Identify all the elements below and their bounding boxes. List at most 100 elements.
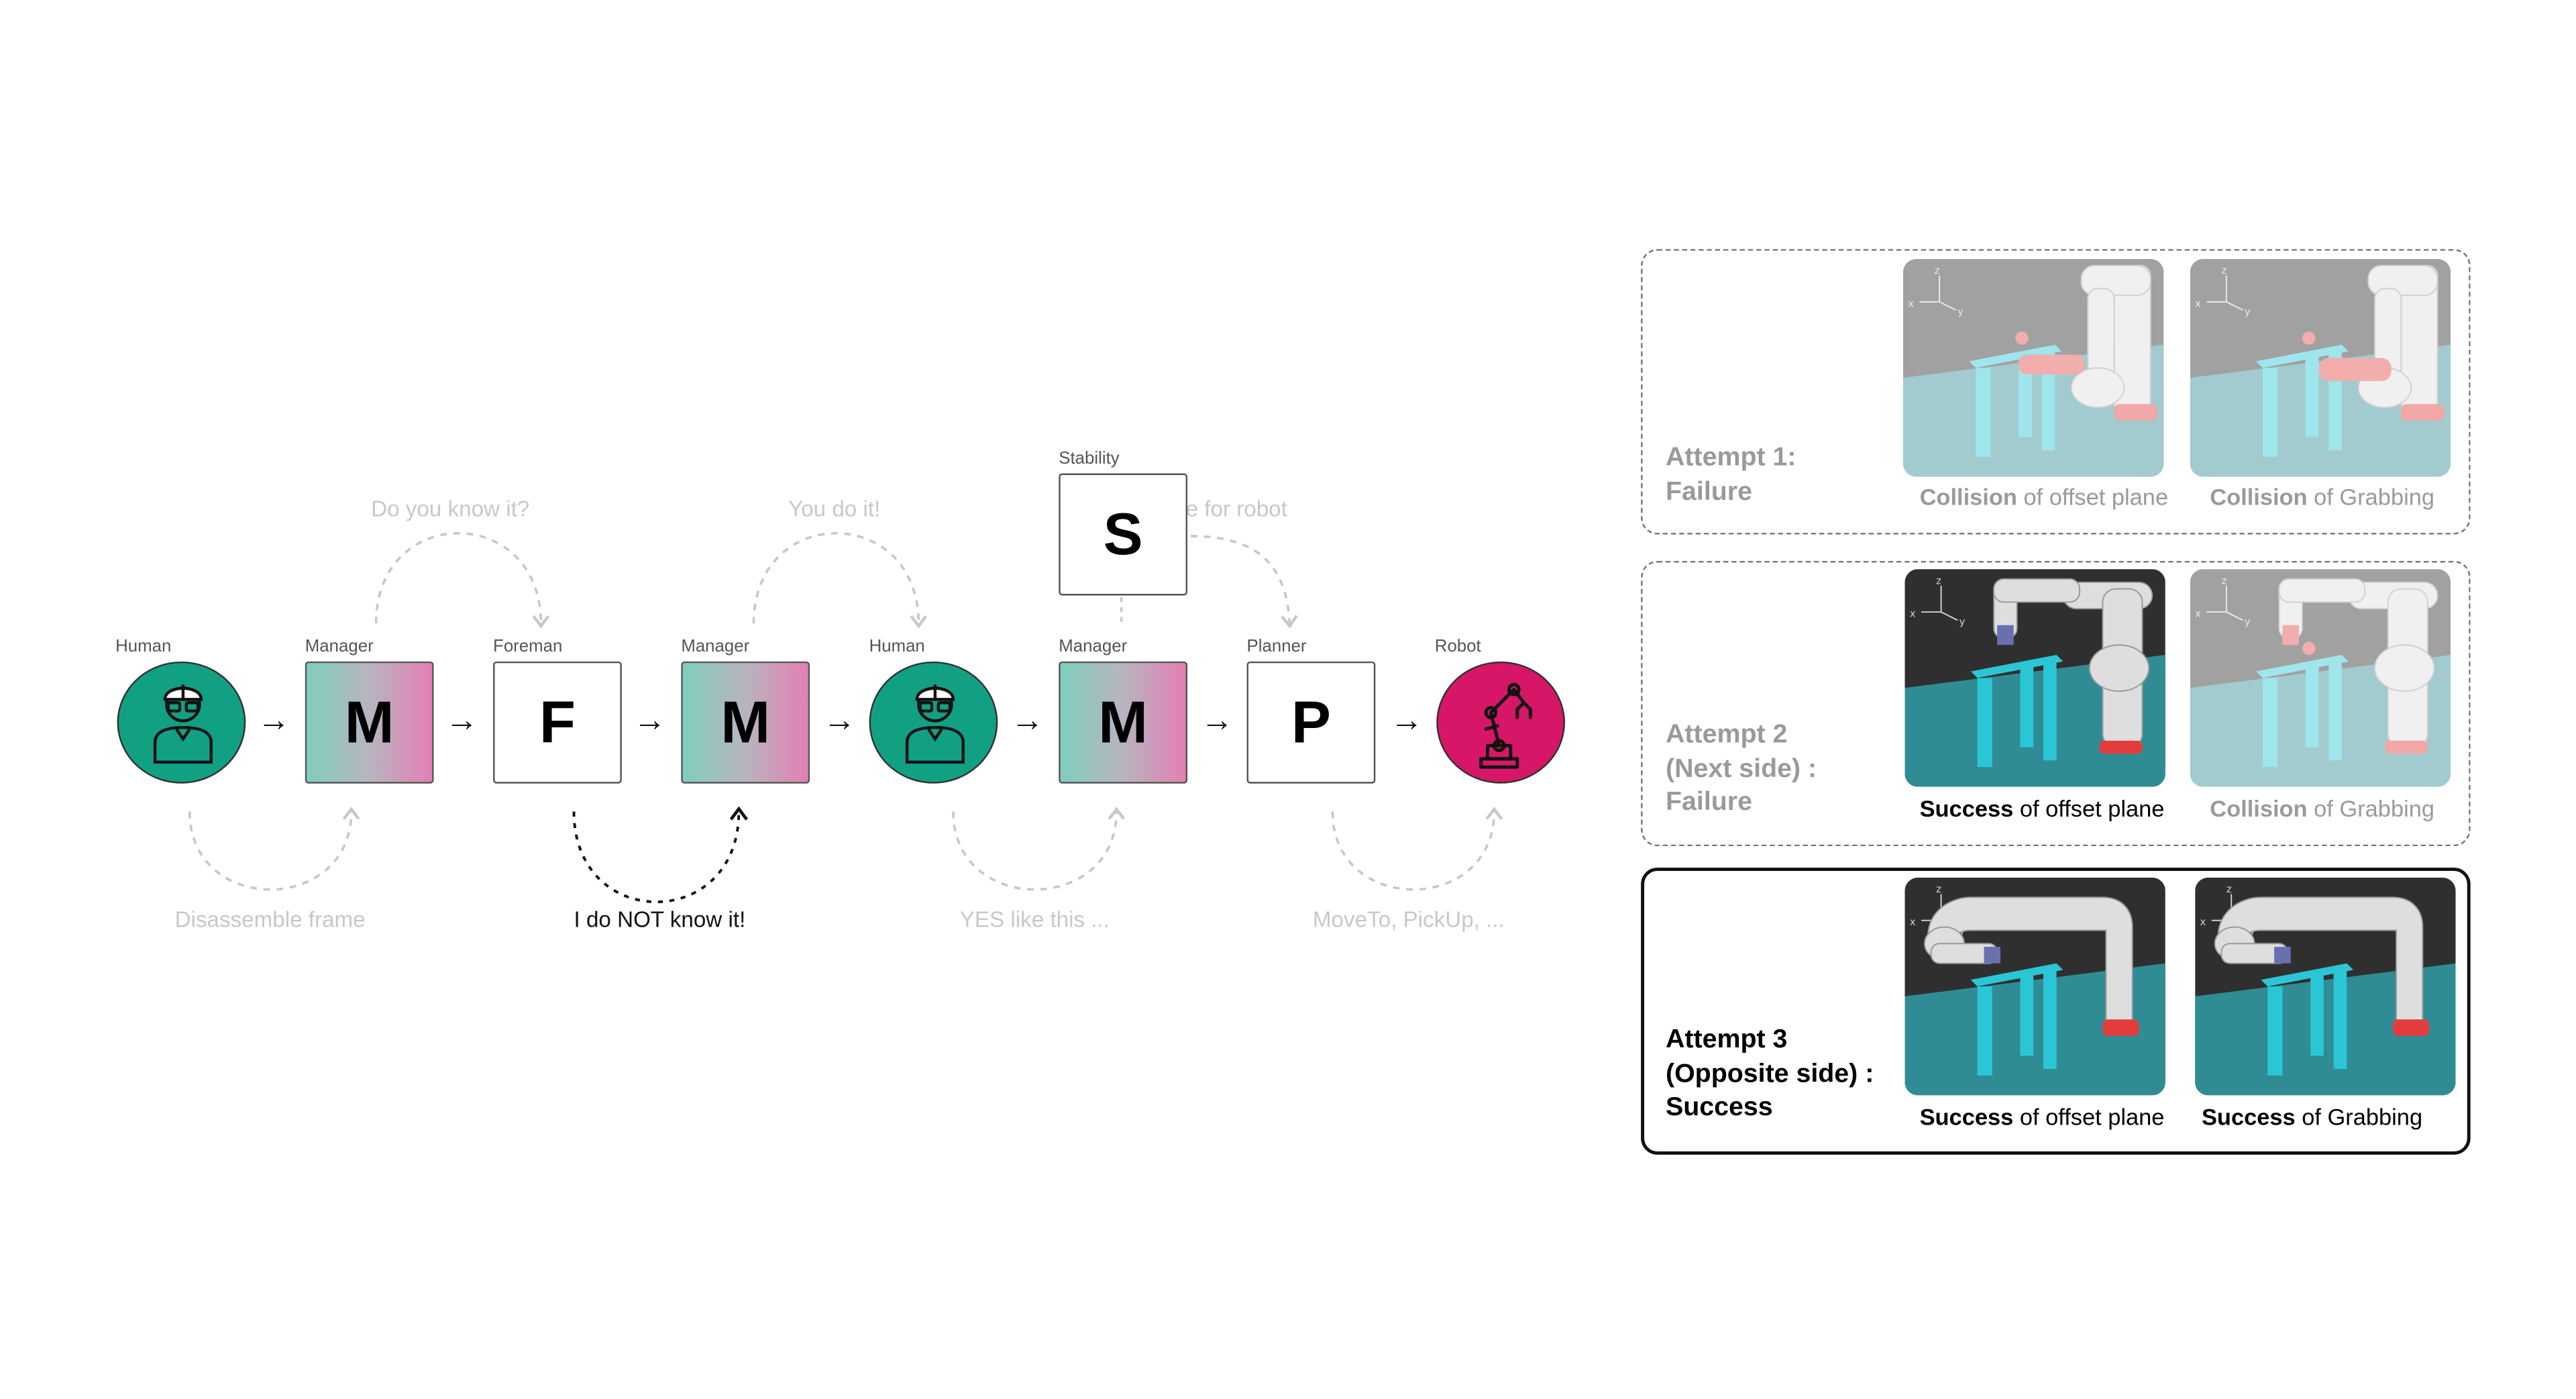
frame-pillar — [2310, 973, 2324, 1056]
axes-gizmo — [1921, 585, 1958, 621]
scene-floor — [2190, 654, 2451, 787]
axis-x-label: x — [2200, 917, 2206, 928]
msg-moveto: MoveTo, PickUp, ... — [1312, 907, 1505, 932]
msg-do-you-know: Do you know it? — [371, 496, 530, 521]
scene-background — [1902, 258, 2164, 477]
worker-icon — [153, 684, 213, 764]
frame-pillar — [2305, 354, 2319, 437]
msg-yes-like: YES like this ... — [959, 907, 1110, 932]
axis-y-label: y — [1960, 617, 1966, 628]
scene-floor — [2190, 344, 2451, 477]
node-label-manager: Manager — [681, 636, 750, 657]
arc-manager-foreman — [374, 532, 550, 629]
attempt-2-title: Attempt 2 (Next side) : Failure — [1666, 719, 1817, 821]
manager-node: M — [305, 661, 434, 784]
frame-pillar — [2305, 664, 2319, 747]
arc-foreman-manager — [572, 806, 749, 903]
flow-connectors — [188, 532, 1503, 903]
frame-pillar — [1977, 986, 1992, 1076]
arc-stability-planner — [1190, 535, 1298, 629]
robot-base — [2114, 404, 2157, 421]
arc-human-manager-2 — [952, 807, 1126, 891]
attempt-title-line: (Opposite side) : — [1665, 1059, 1874, 1088]
scene-floor — [1902, 344, 2164, 477]
attempt-3-panel — [1641, 868, 2471, 1155]
robot-base — [2102, 1019, 2139, 1036]
arc-human-manager — [188, 807, 360, 891]
robot-arm — [2357, 264, 2438, 415]
robot-base — [2384, 740, 2428, 754]
axis-x-label: x — [2195, 608, 2201, 619]
axes-gizmo — [2206, 275, 2243, 311]
frame-beam — [1970, 963, 2063, 987]
flow-arrow: → — [633, 703, 667, 739]
frame-beam — [2256, 654, 2349, 678]
attempt-title-line: Failure — [1665, 477, 1752, 506]
frame-beam — [2261, 963, 2354, 987]
frame-pillar — [2267, 986, 2283, 1076]
axes-gizmo — [2206, 585, 2243, 621]
frame-pillar — [2333, 970, 2347, 1070]
attempt-1-title: Attempt 1: Failure — [1666, 442, 1796, 510]
collision-marker — [2302, 641, 2316, 655]
frame-pillar — [1977, 678, 1992, 768]
msg-not-know: I do NOT know it! — [574, 907, 746, 932]
arc-planner-robot — [1331, 807, 1503, 891]
stability-node: S — [1059, 473, 1188, 596]
gripper — [1984, 947, 2001, 964]
node-label-human: Human — [869, 636, 925, 657]
msg-for-robot: e for robot — [1185, 496, 1287, 521]
frame-pillar — [2043, 661, 2057, 761]
scene-floor — [1904, 654, 2165, 787]
foreman-node: F — [493, 661, 622, 784]
collision-marker — [2015, 331, 2029, 345]
axis-z-label: z — [1935, 265, 1940, 276]
robot-base — [2393, 1019, 2430, 1036]
robot-arm-icon — [1479, 682, 1532, 769]
sim-thumb-a2-grab: z x y — [2190, 569, 2451, 787]
axis-z-label: z — [2221, 575, 2226, 586]
robot-arm — [2214, 896, 2424, 1027]
manager-node: M — [1059, 661, 1188, 784]
node-label-foreman: Foreman — [493, 636, 563, 657]
gripper — [1997, 625, 2014, 645]
axis-x-label: x — [1910, 917, 1916, 928]
flow-arrow: → — [445, 703, 478, 739]
frame-pillar — [2328, 351, 2342, 451]
node-label-human: Human — [115, 636, 172, 657]
attempt-title-line: Failure — [1665, 788, 1752, 817]
axis-z-label: z — [2226, 884, 2232, 895]
sim-thumb-a3-offset: zxy — [1904, 877, 2165, 1096]
node-label-robot: Robot — [1434, 636, 1481, 657]
robot-arm — [1923, 896, 2133, 1027]
gripper — [2318, 358, 2392, 381]
axis-x-label: x — [2195, 298, 2201, 309]
flow-arrow: → — [1390, 703, 1424, 739]
axis-x-label: x — [1910, 608, 1916, 619]
scene-background — [2190, 258, 2451, 477]
flow-arrow: → — [257, 703, 290, 739]
node-label-planner: Planner — [1246, 636, 1307, 657]
frame-beam — [1969, 344, 2061, 368]
manager-node: M — [681, 661, 810, 784]
attempt-title-line: Attempt 2 — [1665, 721, 1788, 749]
attempt-1-panel — [1641, 249, 2471, 535]
worker-icon — [905, 684, 965, 764]
robot-base — [2099, 740, 2143, 754]
sim-thumb-a3-grab: zxy — [2195, 877, 2456, 1096]
robot-node — [1436, 661, 1566, 784]
frame-pillar — [2262, 368, 2278, 457]
scene-floor — [1904, 963, 2165, 1096]
scene-floor — [2195, 963, 2456, 1096]
flow-arrow: → — [1200, 703, 1234, 739]
gripper — [2282, 625, 2300, 645]
node-label-manager: Manager — [1059, 636, 1128, 657]
axis-y-label: y — [2245, 307, 2251, 318]
attempt-title-line: Attempt 1: — [1665, 444, 1796, 472]
caption-a3-offset: Success of offset plane — [1919, 1103, 2165, 1131]
frame-pillar — [2020, 973, 2034, 1056]
axis-y-label: y — [2245, 617, 2251, 628]
axis-z-label: z — [1936, 575, 1941, 586]
